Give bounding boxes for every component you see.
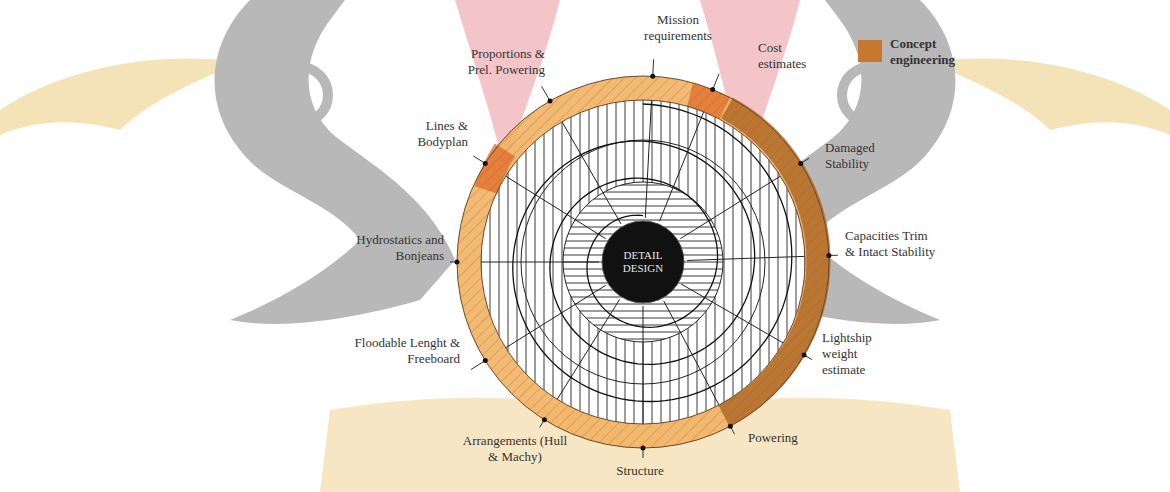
- design-spiral: [513, 104, 792, 402]
- detail-design-circle: DETAIL DESIGN: [601, 220, 685, 304]
- spoke-line: [664, 301, 719, 405]
- stage-label: Mission requirements: [636, 12, 720, 44]
- spoke-line: [481, 262, 599, 263]
- leader-dot: [826, 253, 831, 258]
- stage-label: Proportions & Prel. Powering: [455, 46, 545, 78]
- leader-dot: [542, 417, 547, 422]
- leader-line: [713, 74, 719, 90]
- stage-label: Structure: [605, 463, 675, 479]
- leader-dot: [641, 446, 646, 451]
- leader-dot: [455, 260, 460, 265]
- legend-swatch: [858, 40, 882, 62]
- stage-label: Floodable Lenght & Freeboard: [340, 335, 460, 367]
- spoke-line: [643, 306, 644, 424]
- spoke-line: [506, 285, 606, 348]
- stage-label: Lightship weight estimate: [822, 330, 887, 378]
- stage-label: Powering: [748, 430, 818, 446]
- stage-label: Capacities Trim & Intact Stability: [845, 228, 940, 260]
- node-text: DETAIL DESIGN: [617, 249, 669, 275]
- leader-dot: [802, 353, 807, 358]
- leader-dot: [483, 161, 488, 166]
- leader-dot: [650, 74, 655, 79]
- leader-line: [542, 86, 551, 101]
- spoke-line: [681, 284, 783, 343]
- stage-label: Lines & Bodyplan: [398, 118, 468, 150]
- stage-label: Arrangements (Hull & Machy): [460, 433, 570, 465]
- stage-label: Cost estimates: [758, 40, 818, 72]
- leader-line: [652, 59, 654, 76]
- spoke-line: [562, 122, 621, 224]
- spoke-line: [645, 100, 651, 218]
- legend-text: Concept engineering: [890, 36, 970, 68]
- leader-line: [471, 361, 485, 370]
- leader-dot: [483, 358, 488, 363]
- leader-dot: [548, 98, 553, 103]
- spoke-line: [506, 176, 606, 239]
- leader-dot: [798, 161, 803, 166]
- spoke-line: [687, 256, 805, 260]
- stage-label: Damaged Stability: [825, 140, 900, 172]
- leader-dot: [728, 424, 733, 429]
- stage-label: Hydrostatics and Bonjeans: [344, 232, 444, 264]
- leader-dot: [710, 87, 715, 92]
